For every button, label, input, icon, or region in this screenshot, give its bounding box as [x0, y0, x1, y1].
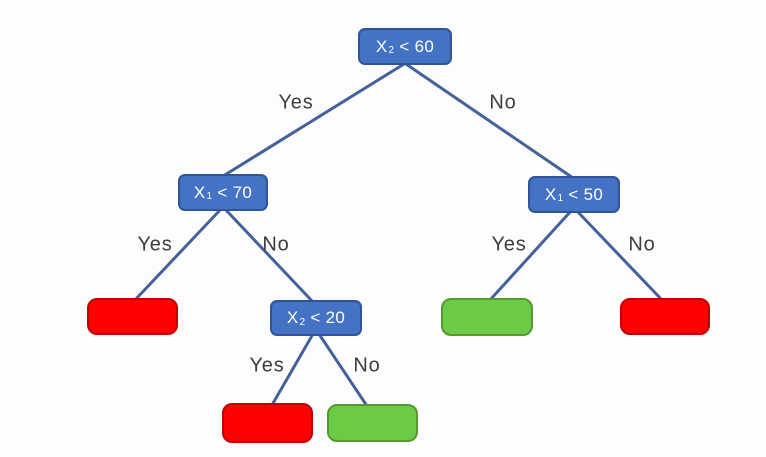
leaf-level3-left [87, 298, 178, 335]
branch-label-left-no: No [262, 233, 290, 256]
branch-label-right-no: No [628, 233, 656, 256]
leaf-level4-yes [222, 403, 313, 443]
node-condition: < 60 [394, 36, 435, 56]
edge-left-no [223, 207, 315, 304]
branch-label-root-yes: Yes [278, 91, 314, 114]
node-variable: X [286, 308, 299, 327]
edge-mid-no [317, 332, 369, 408]
node-subscript: 1 [206, 191, 213, 202]
node-subscript: 2 [388, 45, 395, 56]
branch-label-left-yes: Yes [137, 233, 173, 256]
branch-label-mid-no: No [353, 354, 381, 377]
node-subscript: 1 [557, 193, 564, 204]
node-condition: < 50 [563, 184, 604, 204]
node-variable: X [375, 36, 388, 56]
edge-root-no [404, 62, 578, 182]
branch-label-mid-yes: Yes [249, 354, 285, 377]
edge-root-yes [218, 62, 406, 180]
node-condition: < 20 [305, 308, 346, 327]
edge-mid-yes [270, 332, 315, 407]
branch-label-root-no: No [489, 91, 517, 114]
leaf-level4-no [327, 404, 418, 442]
edge-right-yes [488, 209, 573, 302]
node-subscript: 2 [299, 316, 306, 328]
node-variable: X [193, 182, 206, 202]
leaf-level3-right-yes [441, 298, 533, 336]
leaf-level3-right-no [620, 298, 710, 335]
branch-label-right-yes: Yes [491, 233, 527, 256]
node-condition: < 70 [212, 182, 253, 202]
edge-right-no [575, 209, 664, 302]
node-variable: X [544, 184, 557, 204]
edge-left-yes [133, 207, 223, 302]
